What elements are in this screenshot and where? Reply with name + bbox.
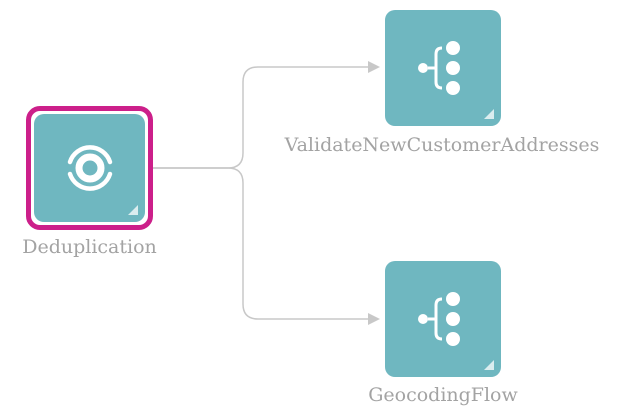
node-validate-tile xyxy=(385,10,501,126)
node-validate-label: ValidateNewCustomerAddresses xyxy=(284,134,600,156)
node-deduplication[interactable] xyxy=(26,106,153,230)
corner-indicator-icon xyxy=(484,109,494,119)
edge-dedup-to-geocoding[interactable] xyxy=(152,167,380,325)
edge-dedup-to-validate[interactable] xyxy=(152,61,380,169)
deduplication-icon xyxy=(67,145,112,191)
node-deduplication-label: Deduplication xyxy=(22,236,157,258)
subflow-icon xyxy=(418,41,460,95)
corner-indicator-icon xyxy=(128,205,138,215)
corner-indicator-icon xyxy=(484,360,494,370)
node-validate-new-customer-addresses[interactable] xyxy=(385,10,501,126)
node-geocoding-flow[interactable] xyxy=(385,261,501,377)
subflow-icon xyxy=(418,292,460,346)
node-geocoding-label: GeocodingFlow xyxy=(368,384,518,406)
node-deduplication-tile xyxy=(34,114,145,222)
node-geocoding-tile xyxy=(385,261,501,377)
